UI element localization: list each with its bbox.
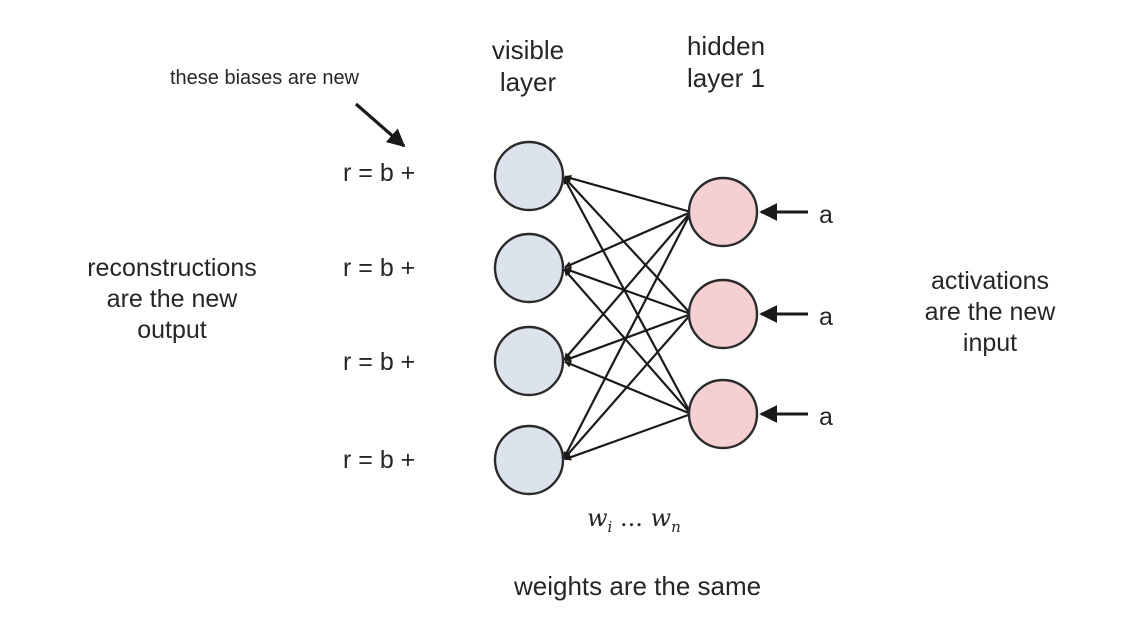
reconstructions-description-line3: output [137, 316, 207, 344]
visible-layer-nodes [493, 140, 565, 496]
activations-description: activations are the new input [880, 266, 1100, 359]
visible-layer-title: visible layer [472, 34, 584, 98]
weights-symbol-first-sub: i [607, 517, 613, 536]
visible-layer-title-line2: layer [499, 67, 557, 98]
reconstruction-equation-3: r = b + [343, 348, 416, 376]
weights-symbol-dots: ... [612, 504, 651, 532]
weight-edge-h2-v3 [564, 312, 692, 362]
activations-description-line1: activations [930, 267, 1050, 295]
weight-edge-h1-v4 [562, 211, 692, 459]
reconstruction-equation-1: r = b + [343, 159, 416, 187]
hidden-input-label-2: a [819, 303, 833, 331]
bias-arrow [354, 102, 406, 148]
hidden-node-1 [687, 176, 759, 248]
hidden-input-label-3: a [819, 403, 833, 431]
visible-node-4 [493, 424, 565, 496]
reconstructions-description: reconstructions are the new output [42, 253, 302, 346]
hidden-node-3 [687, 378, 759, 450]
input-arrows [759, 203, 808, 423]
weights-caption: weights are the same [514, 571, 762, 601]
hidden-layer-title: hidden layer 1 [664, 30, 788, 94]
weight-edge-h2-v4 [563, 313, 692, 460]
hidden-input-label-1: a [819, 201, 833, 229]
weight-edge-h3-v4 [564, 412, 692, 461]
weight-edge-h2-v1 [563, 176, 692, 315]
reconstruction-equation-2: r = b + [343, 254, 416, 282]
weight-edge-h2-v2 [564, 267, 692, 316]
visible-node-3 [493, 325, 565, 397]
bias-note-arrow [354, 102, 406, 148]
activations-description-line2: are the new [924, 298, 1056, 326]
weight-edge-h3-v3 [564, 360, 692, 416]
visible-node-2 [493, 232, 565, 304]
hidden-layer-title-line1: hidden [686, 31, 766, 61]
activations-description-line3: input [962, 329, 1018, 357]
visible-node-1 [493, 140, 565, 212]
weights-symbol: wi ... wn [587, 504, 681, 536]
reconstructions-description-line1: reconstructions [87, 254, 257, 282]
weight-edges [562, 174, 692, 461]
weights-symbol-last: w [650, 504, 672, 532]
weight-edge-h1-v2 [564, 210, 692, 269]
reconstruction-equation-4: r = b + [343, 446, 416, 474]
weight-edge-h3-v1 [562, 177, 692, 415]
biases-note: these biases are new [170, 67, 360, 89]
weights-symbol-first: w [587, 504, 608, 532]
reconstructions-description-line2: are the new [106, 285, 238, 313]
hidden-layer-title-line2: layer 1 [686, 63, 766, 94]
weights-symbol-last-sub: n [671, 517, 681, 536]
weight-edge-h3-v2 [563, 268, 692, 415]
visible-layer-title-line1: visible [491, 35, 565, 65]
hidden-node-2 [687, 278, 759, 350]
weight-edge-h1-v3 [563, 211, 692, 361]
weight-edge-h1-v1 [564, 174, 692, 214]
hidden-layer-nodes [687, 176, 759, 450]
